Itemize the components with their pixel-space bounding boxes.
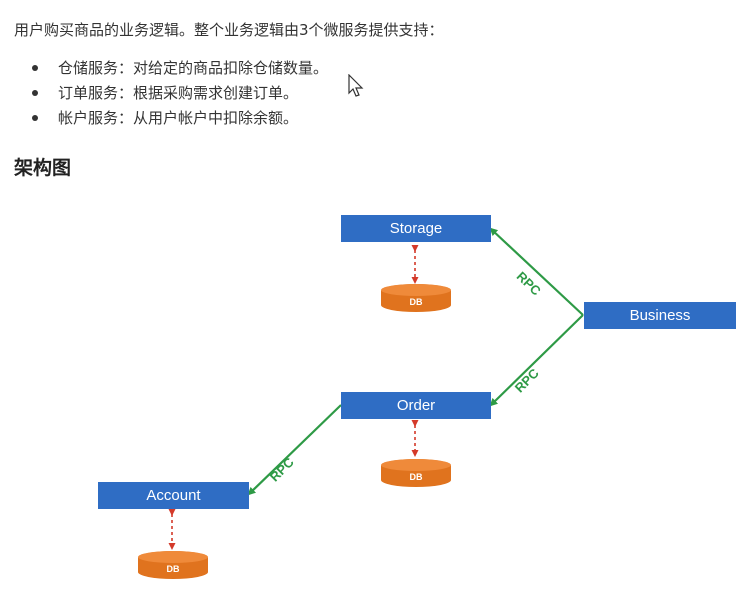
list-item-text: 订单服务：根据采购需求创建订单。	[58, 84, 299, 102]
list-item: 订单服务：根据采购需求创建订单。	[30, 83, 328, 108]
list-item: 仓储服务：对给定的商品扣除仓储数量。	[30, 58, 328, 83]
mouse-cursor-icon	[348, 74, 364, 97]
account-db-icon: DB	[138, 551, 208, 579]
order-db-icon: DB	[381, 459, 451, 487]
order-service-box: Order	[341, 392, 491, 419]
rpc-link-business-storage	[489, 227, 584, 316]
rpc-link-business-order	[489, 314, 584, 407]
storage-service-box: Storage	[341, 215, 491, 242]
account-service-box: Account	[98, 482, 249, 509]
bullet-icon	[32, 90, 38, 96]
business-service-box: Business	[584, 302, 736, 329]
service-list: 仓储服务：对给定的商品扣除仓储数量。 订单服务：根据采购需求创建订单。 帐户服务…	[30, 58, 328, 133]
db-label: DB	[166, 564, 180, 574]
bullet-icon	[32, 115, 38, 121]
bullet-icon	[32, 65, 38, 71]
list-item: 帐户服务：从用户帐户中扣除余额。	[30, 108, 328, 133]
db-label: DB	[409, 472, 423, 482]
list-item-text: 仓储服务：对给定的商品扣除仓储数量。	[58, 59, 329, 77]
storage-db-icon: DB	[381, 284, 451, 312]
db-label: DB	[409, 297, 423, 307]
list-item-text: 帐户服务：从用户帐户中扣除余额。	[58, 109, 299, 127]
rpc-link-order-account	[247, 404, 342, 496]
section-heading: 架构图	[14, 157, 72, 179]
intro-text: 用户购买商品的业务逻辑。整个业务逻辑由3个微服务提供支持：	[14, 21, 444, 39]
